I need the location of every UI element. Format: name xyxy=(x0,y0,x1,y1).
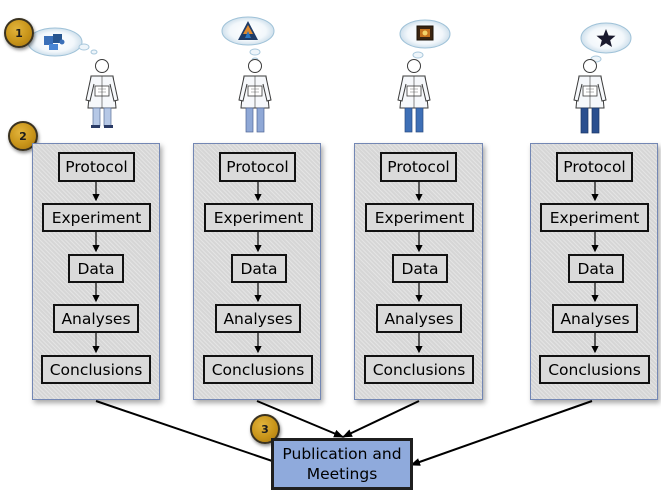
publication-label-line-1: Publication and xyxy=(282,445,402,463)
step-experiment: Experiment xyxy=(204,203,313,232)
connector-line-4 xyxy=(410,400,593,466)
step-experiment: Experiment xyxy=(42,203,151,232)
connector-line-3 xyxy=(342,400,420,438)
publication-label-line-2: Meetings xyxy=(306,465,378,483)
connector-line-1 xyxy=(95,400,285,466)
step-analyses: Analyses xyxy=(552,304,638,333)
connector-line-2 xyxy=(256,400,344,438)
step-conclusions: Conclusions xyxy=(364,355,474,384)
star-icon xyxy=(596,29,616,47)
flow-arrows-1 xyxy=(92,182,100,354)
step-conclusions: Conclusions xyxy=(41,355,151,384)
step-conclusions: Conclusions xyxy=(539,355,650,384)
scientist-figures xyxy=(85,59,607,134)
step-analyses: Analyses xyxy=(376,304,462,333)
scientist-2 xyxy=(238,59,272,133)
flow-arrows-4 xyxy=(591,182,599,354)
workflow-panel-2: Protocol Experiment Data Analyses Conclu… xyxy=(193,143,321,400)
scientist-3 xyxy=(397,59,431,133)
flow-arrows-3 xyxy=(415,182,423,354)
step-protocol: Protocol xyxy=(556,152,633,182)
step-experiment: Experiment xyxy=(365,203,474,232)
step-data: Data xyxy=(392,254,448,283)
photo-icon xyxy=(416,25,434,41)
step-badge-1: 1 xyxy=(4,18,34,48)
publication-and-meetings-box: Publication and Meetings xyxy=(271,438,413,490)
puzzle-icon xyxy=(44,34,65,50)
triangle-icon xyxy=(238,21,258,40)
step-data: Data xyxy=(568,254,624,283)
step-protocol: Protocol xyxy=(380,152,457,182)
step-conclusions: Conclusions xyxy=(203,355,313,384)
workflow-panel-4: Protocol Experiment Data Analyses Conclu… xyxy=(530,143,658,400)
step-analyses: Analyses xyxy=(53,304,139,333)
step-protocol: Protocol xyxy=(58,152,135,182)
scientist-1 xyxy=(85,59,119,128)
step-protocol: Protocol xyxy=(219,152,296,182)
step-data: Data xyxy=(68,254,124,283)
step-data: Data xyxy=(231,254,287,283)
step-analyses: Analyses xyxy=(215,304,301,333)
workflow-panel-3: Protocol Experiment Data Analyses Conclu… xyxy=(354,143,483,400)
workflow-panel-1: Protocol Experiment Data Analyses Conclu… xyxy=(32,143,160,400)
scientist-4 xyxy=(573,59,607,134)
step-experiment: Experiment xyxy=(540,203,649,232)
flow-arrows-2 xyxy=(254,182,262,354)
